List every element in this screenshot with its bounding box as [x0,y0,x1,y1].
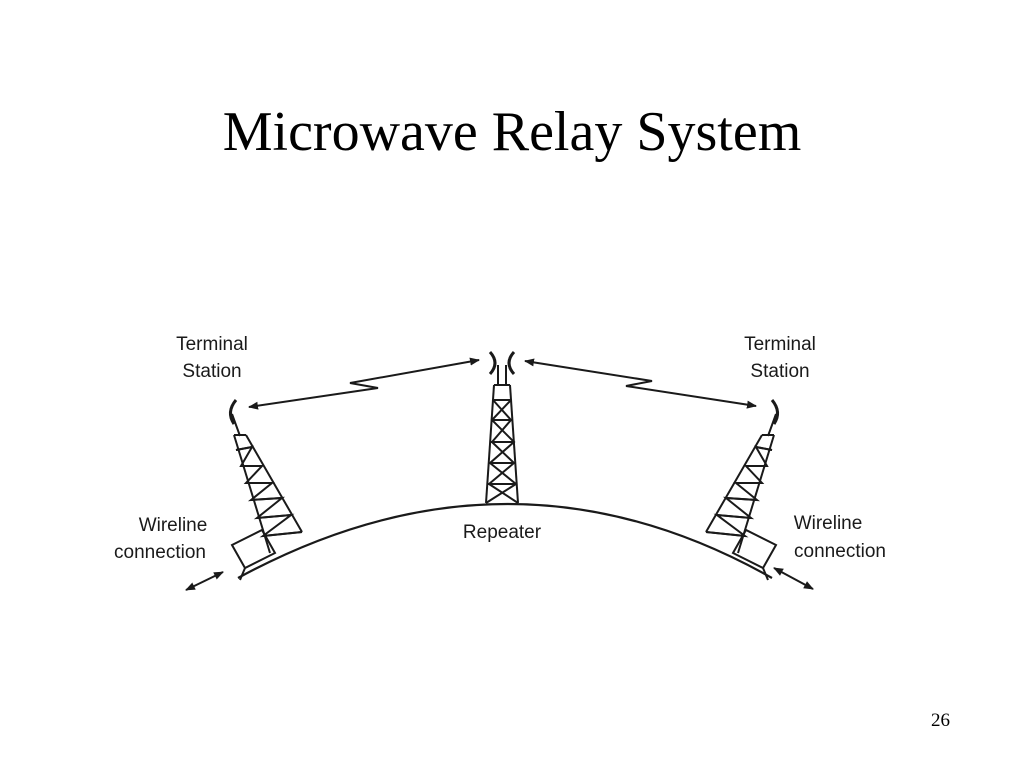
left-wireline-arrow [185,571,224,591]
left-equipment-hut [230,528,277,581]
left-microwave-link [248,357,480,410]
page-number: 26 [931,710,950,731]
right-dish-icon [770,399,779,425]
repeater-label: Repeater [463,522,542,543]
left-terminal-tower [231,413,303,554]
right-wireline-arrow [773,567,814,590]
wireline-left-label-line1: Wireline [139,515,208,536]
repeater-tower [485,365,519,504]
right-equipment-hut [731,528,778,581]
terminal-station-left-label-line2: Station [182,361,241,382]
terminal-station-left-label-line1: Terminal [176,334,248,355]
slide-title: Microwave Relay System [222,101,802,163]
right-microwave-link [524,358,757,409]
wireline-right-label-line1: Wireline [794,513,863,534]
left-dish-icon [229,399,238,425]
wireline-left-label-line2: connection [114,542,206,563]
earth-curve [237,503,773,579]
wireline-right-label-line2: connection [794,541,886,562]
repeater-dishes-icon [488,350,516,376]
terminal-station-right-label-line2: Station [750,361,809,382]
terminal-station-right-label-line1: Terminal [744,334,816,355]
right-terminal-tower [705,413,777,554]
